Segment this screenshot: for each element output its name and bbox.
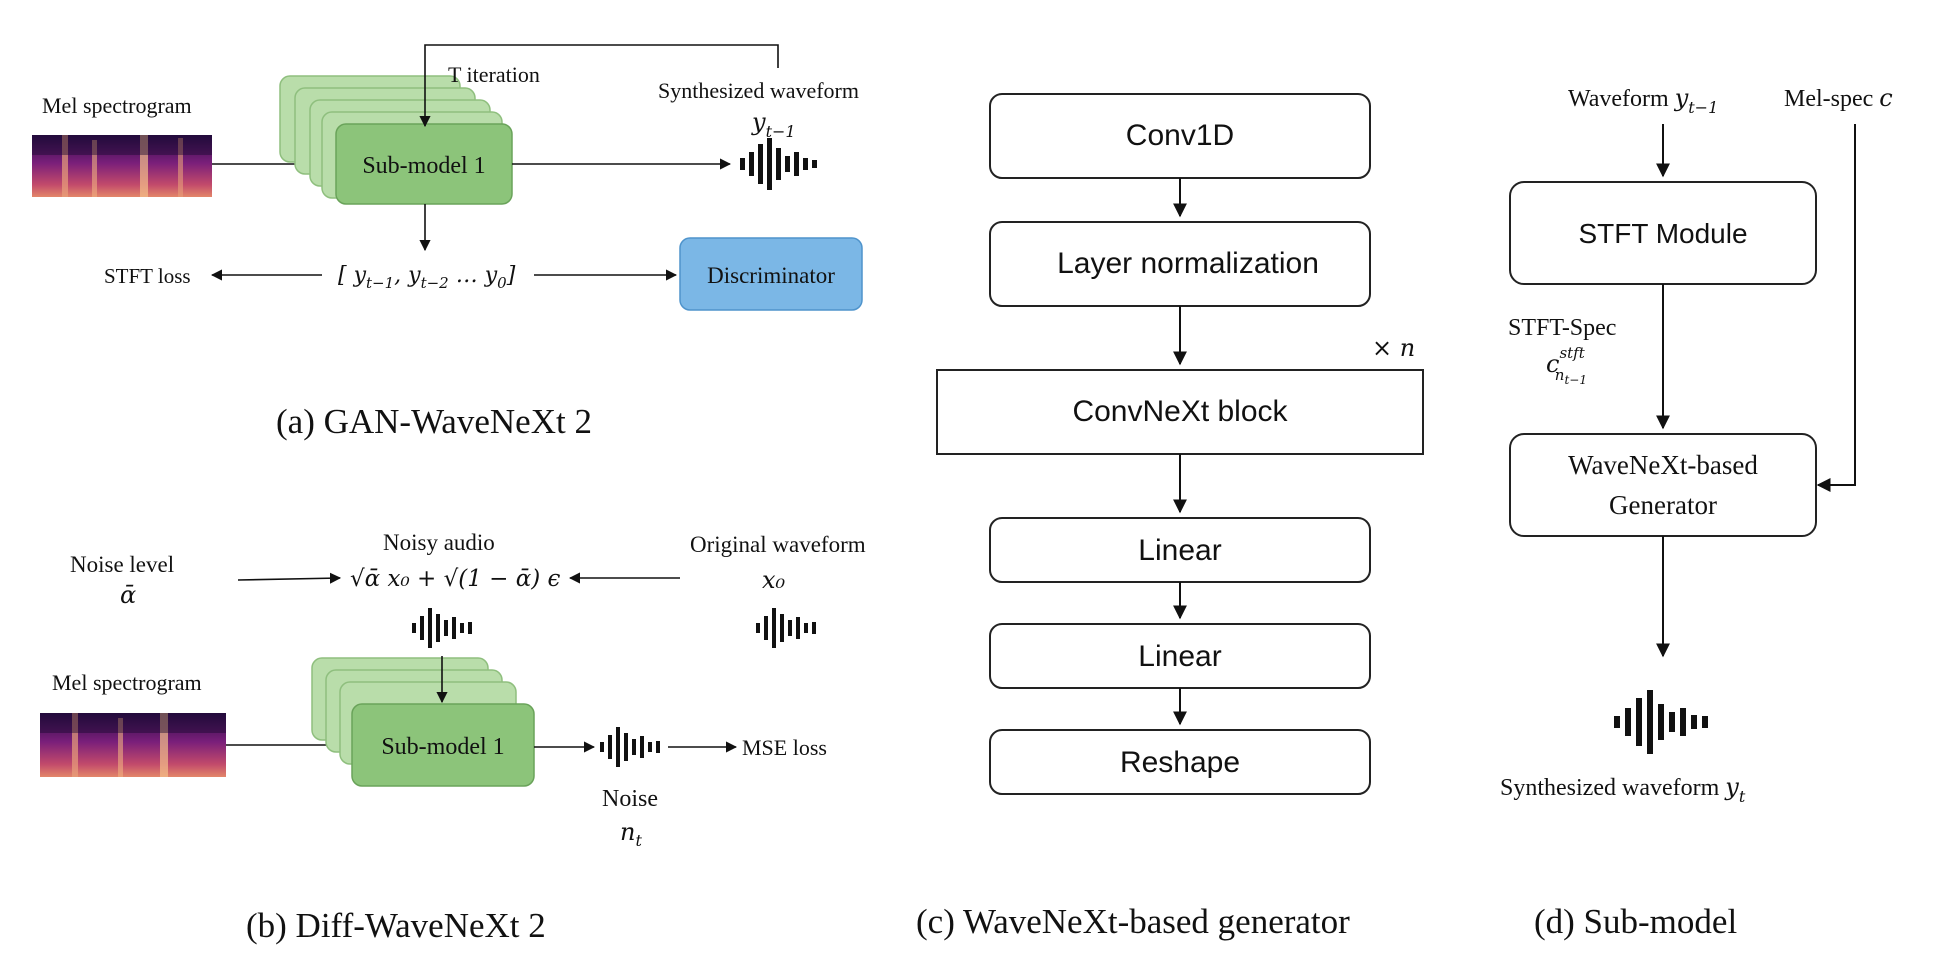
noise-level-arrow [237,572,342,584]
noise-level-var: ᾱ [120,581,136,609]
mel-spectrogram-label: Mel spectrogram [42,93,192,118]
mel-spectrogram-label-b: Mel spectrogram [52,670,202,695]
output-waveform-icon [1614,690,1708,754]
block-convnext [936,369,1424,455]
original-var: x₀ [762,566,786,594]
caption-a: (a) GAN-WaveNeXt 2 [276,402,592,441]
panel-d: Waveform yt−1 Mel-spec c STFT Module STF… [1500,84,1893,941]
caption-b: (b) Diff-WaveNeXt 2 [246,906,546,945]
submodel-1-label: Sub-model 1 [362,153,485,179]
submodel-b-box [351,703,535,787]
noise-label: Noise [602,786,658,812]
caption-c: (c) WaveNeXt-based generator [916,902,1350,941]
mel-spectrogram-image [32,135,212,197]
panel-b: Noise level ᾱ Noisy audio √ᾱ x₀ + √(1 − … [40,530,866,945]
t-iteration-loop-arrow [419,44,779,128]
noisy-audio-label: Noisy audio [383,530,495,555]
melspec-to-generator-arrow [1816,124,1856,492]
original-waveform-label: Original waveform [690,532,866,557]
waveform-input-label: Waveform yt−1 [1568,84,1718,117]
t-iteration-label: T iteration [448,62,540,87]
panel-c: Conv1D Layer normalization × n ConvNeXt … [916,93,1424,941]
block-conv1d-label: Conv1D [1126,119,1234,152]
stft-loss-label: STFT loss [104,264,191,288]
repeat-n-label: × n [1372,334,1415,362]
caption-d: (d) Sub-model [1534,902,1737,941]
block-reshape-label: Reshape [1120,746,1240,779]
block-linear-1-label: Linear [1138,534,1221,567]
noisy-audio-formula: √ᾱ x₀ + √(1 − ᾱ) ϵ [350,566,561,592]
stft-spec-label: STFT-Spec [1508,315,1616,341]
submodel-b-label: Sub-model 1 [381,734,504,760]
output-sequence: [ yt−1, yt−2 … y0] [338,263,516,292]
melspec-input-label: Mel-spec c [1784,84,1893,112]
discriminator-box [679,237,863,311]
block-reshape [989,729,1371,795]
block-layer-norm-label: Layer normalization [1057,247,1319,280]
waveform-icon [740,138,817,190]
block-convnext-label: ConvNeXt block [1072,395,1288,428]
generator-label-line1: WaveNeXt-based [1568,450,1758,480]
noise-var: nt [620,818,642,850]
mel-spectrogram-image-b [40,713,226,777]
panel-a: Mel spectrogram Sub-model 1 T iteration … [32,44,863,441]
synthesized-var: yt−1 [751,108,796,141]
synthesized-waveform-label: Synthesized waveform [658,78,859,103]
stft-module-label: STFT Module [1578,218,1747,249]
block-linear-2-label: Linear [1138,640,1221,673]
generator-label-line2: Generator [1609,490,1717,520]
discriminator-label: Discriminator [707,263,835,288]
output-label: Synthesized waveform yt [1500,773,1746,806]
noisy-audio-waveform-icon [412,608,472,648]
original-waveform-icon [756,608,816,648]
mse-loss-label: MSE loss [742,735,827,760]
noise-level-label: Noise level [70,552,174,577]
noise-waveform-icon [600,727,660,767]
